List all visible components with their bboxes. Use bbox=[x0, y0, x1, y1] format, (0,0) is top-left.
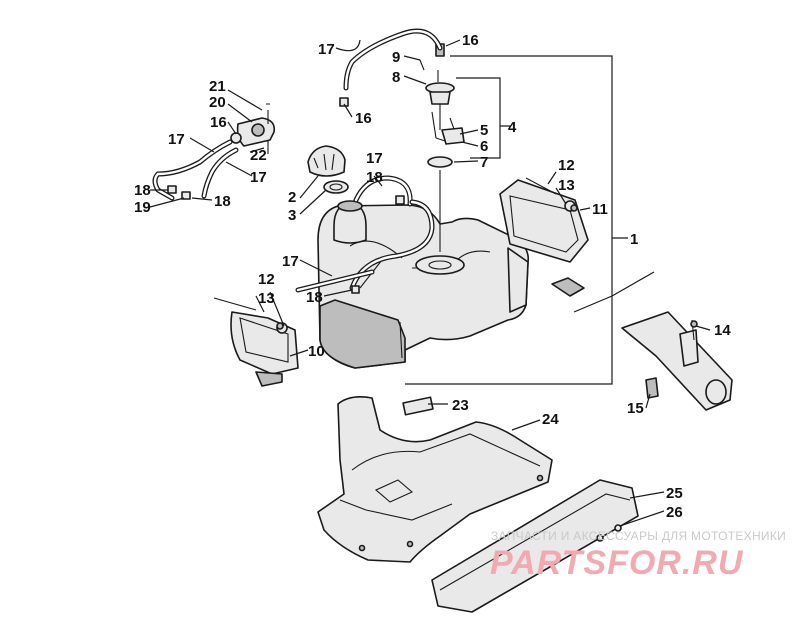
bolts bbox=[276, 204, 698, 552]
fuel-tank bbox=[317, 200, 530, 369]
skid-plate-extension bbox=[431, 479, 639, 613]
callout-16a: 16 bbox=[462, 32, 479, 49]
callout-15: 15 bbox=[627, 400, 644, 417]
assembly-bracket-1 bbox=[405, 55, 655, 385]
callout-14: 14 bbox=[714, 322, 731, 339]
callout-3: 3 bbox=[288, 207, 296, 224]
assembly-bracket-4 bbox=[456, 77, 510, 159]
callout-18d: 18 bbox=[306, 289, 323, 306]
callout-22: 22 bbox=[250, 147, 267, 164]
frame-bracket bbox=[621, 311, 733, 411]
fuel-valve bbox=[230, 103, 276, 154]
watermark: ЗАПЧАСТИ И АКСЕССУАРЫ ДЛЯ МОТОТЕХНИКИ PA… bbox=[490, 529, 786, 582]
tank-strap-right bbox=[499, 177, 589, 297]
callout-8: 8 bbox=[392, 69, 400, 86]
callout-4: 4 bbox=[508, 119, 517, 136]
callout-25: 25 bbox=[666, 485, 683, 502]
callout-7: 7 bbox=[480, 154, 488, 171]
callout-24: 24 bbox=[542, 411, 559, 428]
tank-strap-left bbox=[213, 297, 299, 387]
callout-20: 20 bbox=[209, 94, 226, 111]
callout-18a: 18 bbox=[134, 182, 151, 199]
callout-6: 6 bbox=[480, 138, 488, 155]
cap-gasket-inner bbox=[329, 183, 343, 191]
callouts: 1 2 3 4 5 6 7 8 9 10 11 12 12 13 13 14 1… bbox=[134, 32, 731, 521]
callout-26: 26 bbox=[666, 504, 683, 521]
callout-17a: 17 bbox=[318, 41, 335, 58]
skid-plate bbox=[317, 396, 553, 563]
callout-13a: 13 bbox=[258, 290, 275, 307]
watermark-tagline: ЗАПЧАСТИ И АКСЕССУАРЫ ДЛЯ МОТОТЕХНИКИ bbox=[491, 529, 786, 543]
callout-17d: 17 bbox=[366, 150, 383, 167]
callout-21: 21 bbox=[209, 78, 226, 95]
callout-18c: 18 bbox=[366, 169, 383, 186]
cap-gasket bbox=[323, 180, 349, 194]
callout-18b: 18 bbox=[214, 193, 231, 210]
callout-9: 9 bbox=[392, 49, 400, 66]
callout-10: 10 bbox=[308, 343, 325, 360]
callout-23: 23 bbox=[452, 397, 469, 414]
leader-lines bbox=[149, 39, 711, 527]
callout-17e: 17 bbox=[282, 253, 299, 270]
watermark-logo: PARTSFOR.RU bbox=[490, 544, 744, 582]
callout-12b: 12 bbox=[558, 157, 575, 174]
callout-5: 5 bbox=[480, 122, 488, 139]
callout-12a: 12 bbox=[258, 271, 275, 288]
callout-2: 2 bbox=[288, 189, 296, 206]
callout-17b: 17 bbox=[168, 131, 185, 148]
callout-16b: 16 bbox=[355, 110, 372, 127]
callout-11: 11 bbox=[592, 201, 608, 218]
callout-16c: 16 bbox=[210, 114, 227, 131]
callout-1: 1 bbox=[630, 231, 638, 248]
callout-19: 19 bbox=[134, 199, 151, 216]
filler-cap bbox=[307, 145, 346, 177]
fuel-hoses bbox=[152, 28, 443, 293]
callout-13b: 13 bbox=[558, 177, 575, 194]
callout-17c: 17 bbox=[250, 169, 267, 186]
